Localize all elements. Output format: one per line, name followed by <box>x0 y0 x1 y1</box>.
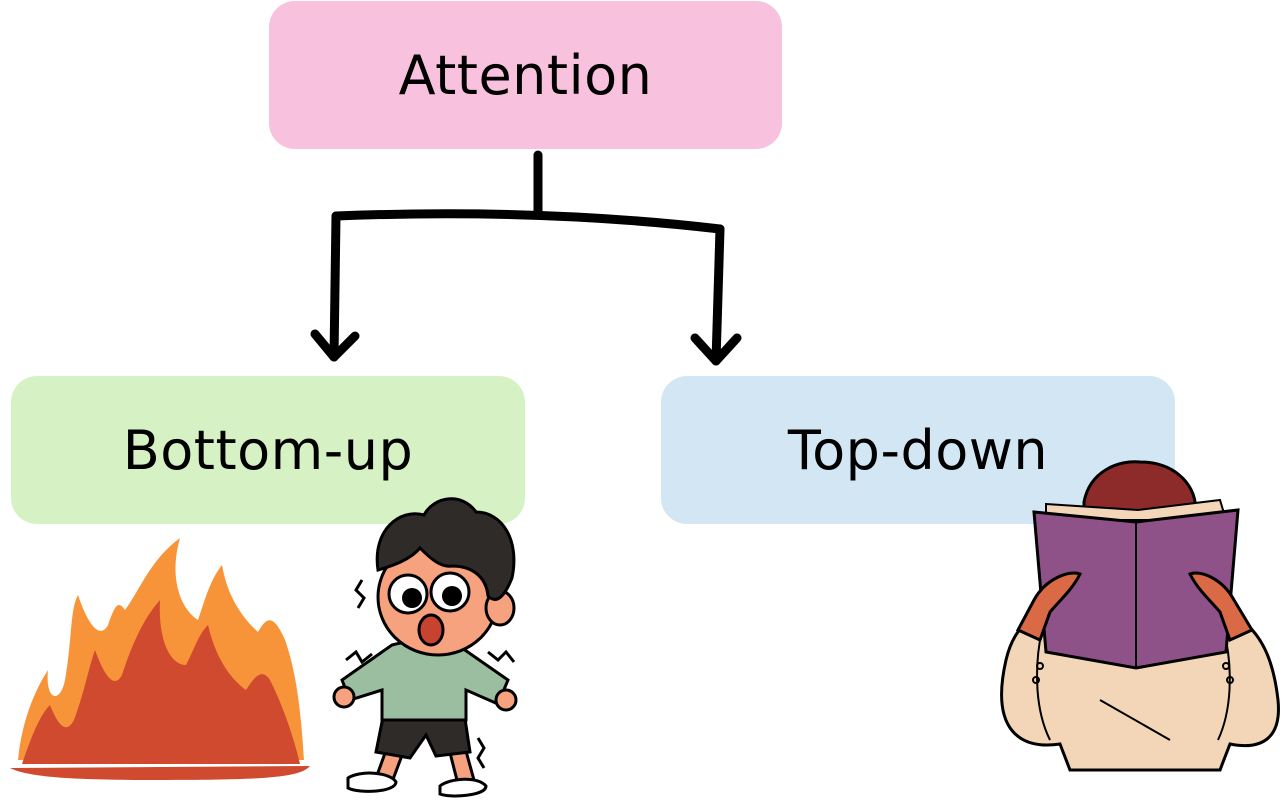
attention-label: Attention <box>398 43 653 107</box>
left-arrow-line <box>329 211 341 362</box>
right-arrow-line <box>711 224 725 366</box>
right-arrowhead <box>690 333 742 366</box>
top-down-node: Top-down <box>661 376 1175 524</box>
left-arrowhead <box>310 329 360 362</box>
bottom-up-node: Bottom-up <box>11 376 525 524</box>
attention-node: Attention <box>269 1 782 149</box>
branch-line <box>331 209 725 234</box>
top-down-label: Top-down <box>787 418 1049 482</box>
bottom-up-label: Bottom-up <box>122 418 414 482</box>
